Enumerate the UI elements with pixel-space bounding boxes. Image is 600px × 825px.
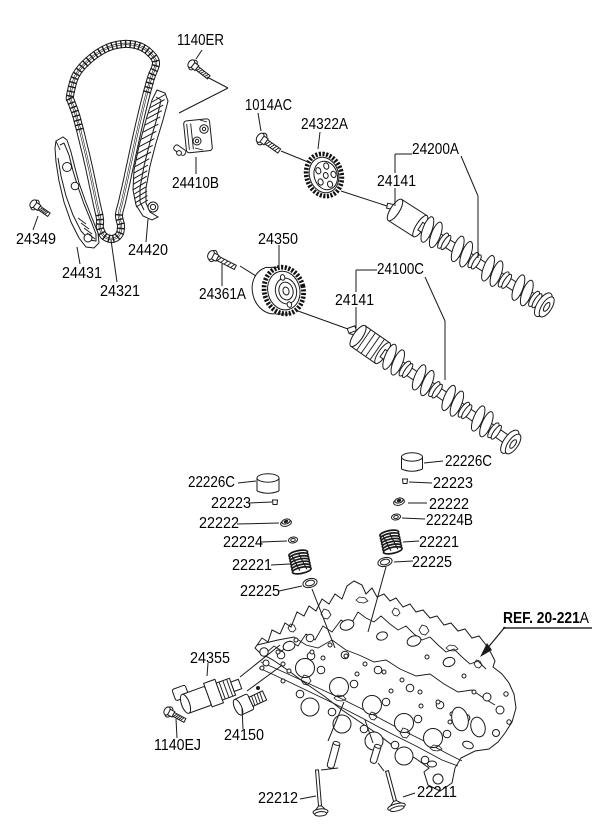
svg-text:24100C: 24100C <box>377 261 424 278</box>
svg-text:22222: 22222 <box>199 515 239 532</box>
svg-text:22221: 22221 <box>419 534 459 551</box>
svg-text:22212: 22212 <box>258 790 298 807</box>
svg-text:24350: 24350 <box>258 231 298 248</box>
svg-text:REF. 20-221A: REF. 20-221A <box>503 610 590 627</box>
svg-text:24349: 24349 <box>16 231 56 248</box>
svg-text:24141: 24141 <box>335 292 374 309</box>
svg-text:24410B: 24410B <box>172 175 219 192</box>
svg-text:1140EJ: 1140EJ <box>154 737 201 754</box>
svg-text:1140ER: 1140ER <box>177 32 224 49</box>
svg-text:22226C: 22226C <box>445 453 492 470</box>
svg-text:24355: 24355 <box>190 650 230 667</box>
svg-text:24431: 24431 <box>62 265 102 282</box>
svg-text:22225: 22225 <box>412 554 452 571</box>
svg-text:22223: 22223 <box>433 475 473 492</box>
svg-text:24200A: 24200A <box>412 141 459 158</box>
svg-text:22221: 22221 <box>232 557 272 574</box>
svg-text:24322A: 24322A <box>301 116 348 133</box>
svg-text:22225: 22225 <box>240 583 280 600</box>
svg-text:1014AC: 1014AC <box>245 97 292 114</box>
svg-text:24321: 24321 <box>100 283 140 300</box>
svg-text:22223: 22223 <box>211 495 251 512</box>
svg-text:24361A: 24361A <box>199 286 246 303</box>
svg-text:22224B: 22224B <box>426 512 473 529</box>
svg-text:22226C: 22226C <box>188 474 235 491</box>
svg-text:22211: 22211 <box>417 784 457 801</box>
svg-text:22224: 22224 <box>223 534 263 551</box>
svg-text:22222: 22222 <box>429 496 469 513</box>
svg-text:24150: 24150 <box>224 727 264 744</box>
svg-text:24141: 24141 <box>377 173 416 190</box>
svg-text:24420: 24420 <box>128 242 168 259</box>
